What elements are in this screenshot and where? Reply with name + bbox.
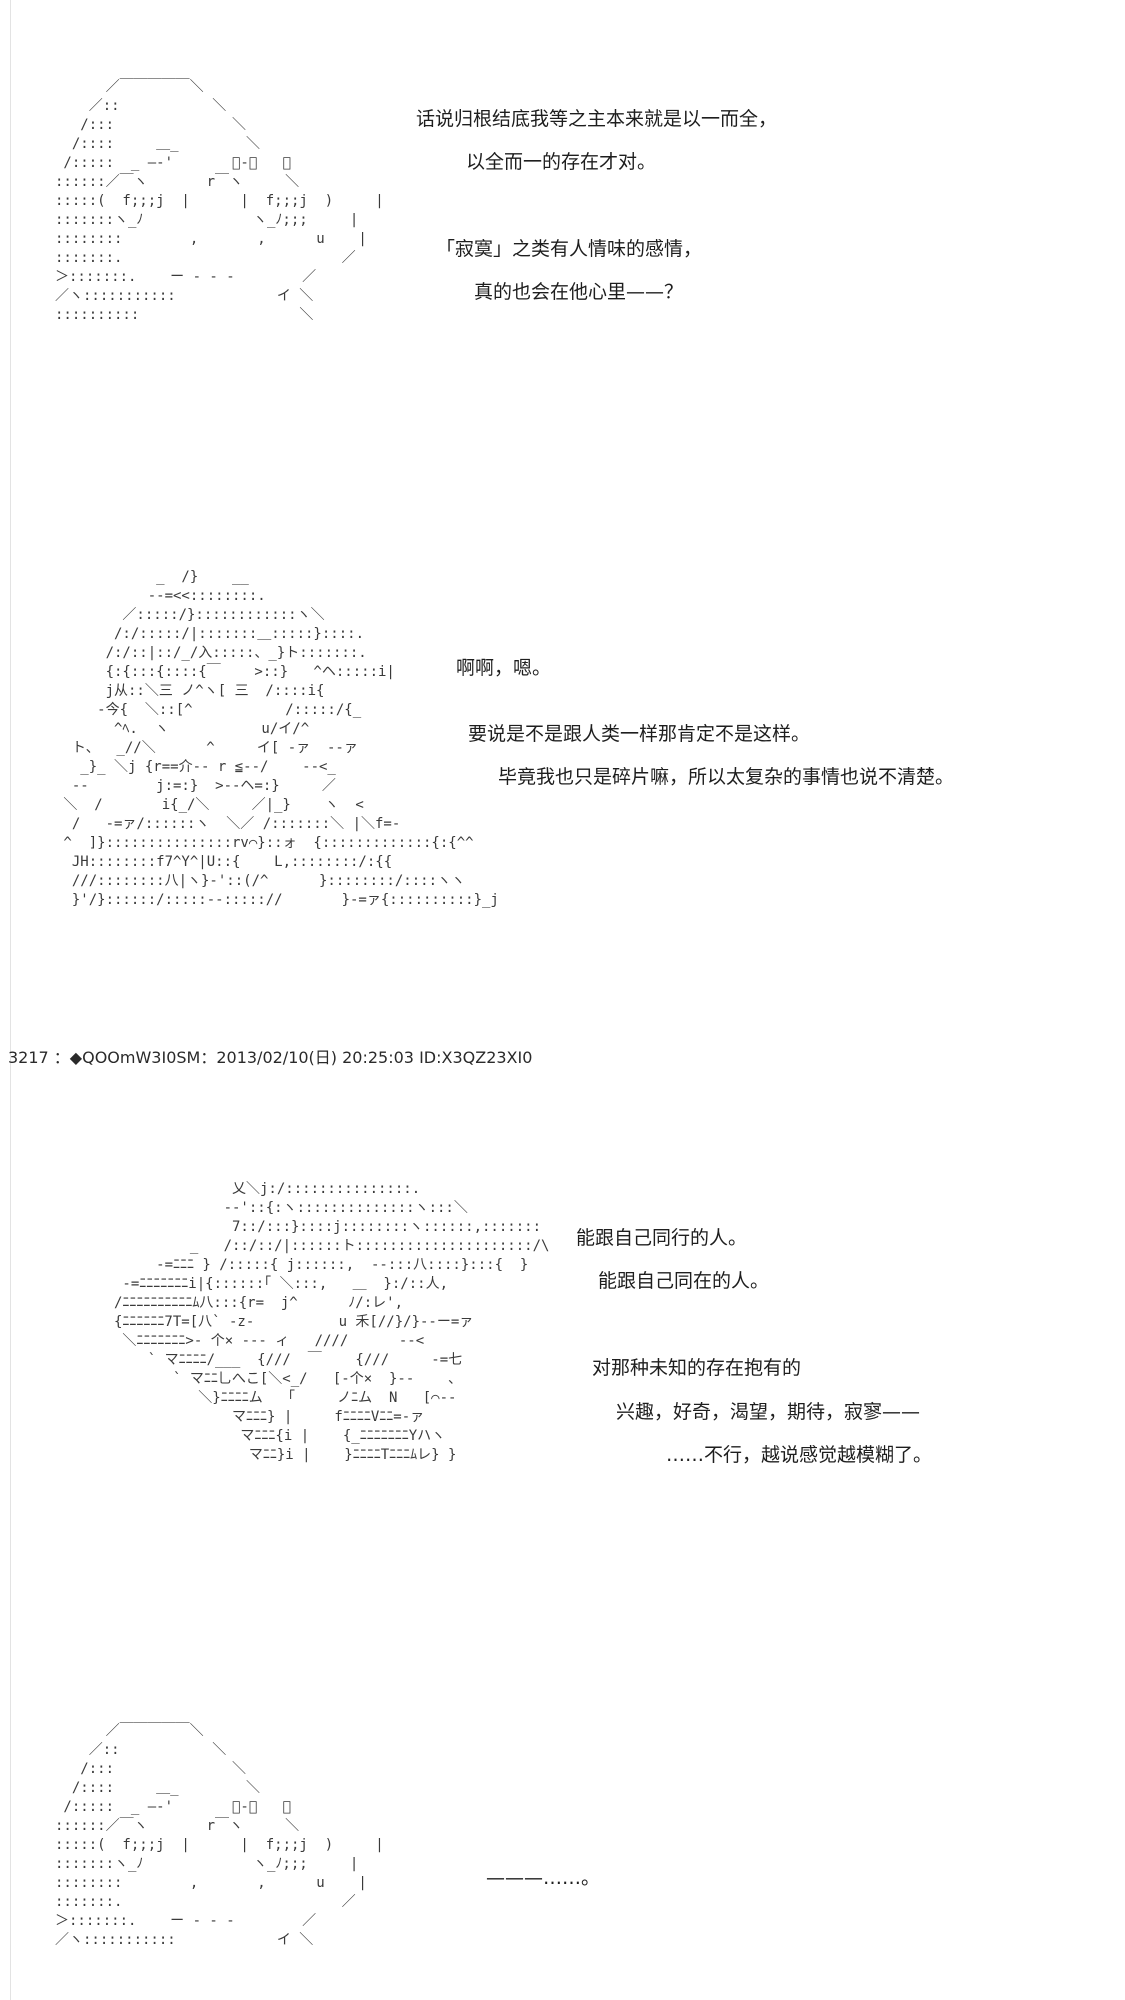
post-header: 3217 ：◆QOOmW3I0SM：2013/02/10(日) 20:25:03… xyxy=(8,1048,533,1067)
dialogue-line: 能跟自己同在的人。 xyxy=(598,1270,770,1292)
dialogue-line: 能跟自己同行的人。 xyxy=(576,1227,748,1249)
dialogue-line: 毕竟我也只是碎片嘛，所以太复杂的事情也说不清楚。 xyxy=(498,766,955,788)
dialogue-line: 啊啊，嗯。 xyxy=(456,657,552,679)
dialogue-line: ……不行，越说感觉越模糊了。 xyxy=(666,1444,933,1466)
dialogue-line: ———……。 xyxy=(486,1867,601,1889)
ascii-art-character: _ /} __ ‐‐=<<::::::::. ／:::::/}:::::::::… xyxy=(63,569,499,908)
dialogue-line: 话说归根结底我等之主本来就是以一而全， xyxy=(416,108,778,130)
dialogue-line: 对那种未知的存在抱有的 xyxy=(592,1357,802,1379)
ascii-art-hair-closeup: 乂＼j:/:::::::::::::::. ‐‐'::{:ヽ::::::::::… xyxy=(114,1181,550,1463)
ascii-art-face-2: ／￣￣￣￣￣＼ ／:: ＼ /::: ＼ /:::: ＿_ ＼ /::::: _… xyxy=(55,1723,384,1948)
page-border xyxy=(10,0,11,2000)
ascii-art-face-1: ／￣￣￣￣￣＼ ／:: ＼ /::: ＼ /:::: ＿_ ＼ /::::: _… xyxy=(55,79,384,323)
dialogue-line: 「寂寞」之类有人情味的感情， xyxy=(436,238,703,260)
dialogue-line: 要说是不是跟人类一样那肯定不是这样。 xyxy=(468,723,811,745)
dialogue-line: 以全而一的存在才对。 xyxy=(466,151,657,173)
dialogue-line: 兴趣，好奇，渴望，期待，寂寥—— xyxy=(616,1401,921,1423)
dialogue-line: 真的也会在他心里——？ xyxy=(474,281,684,303)
